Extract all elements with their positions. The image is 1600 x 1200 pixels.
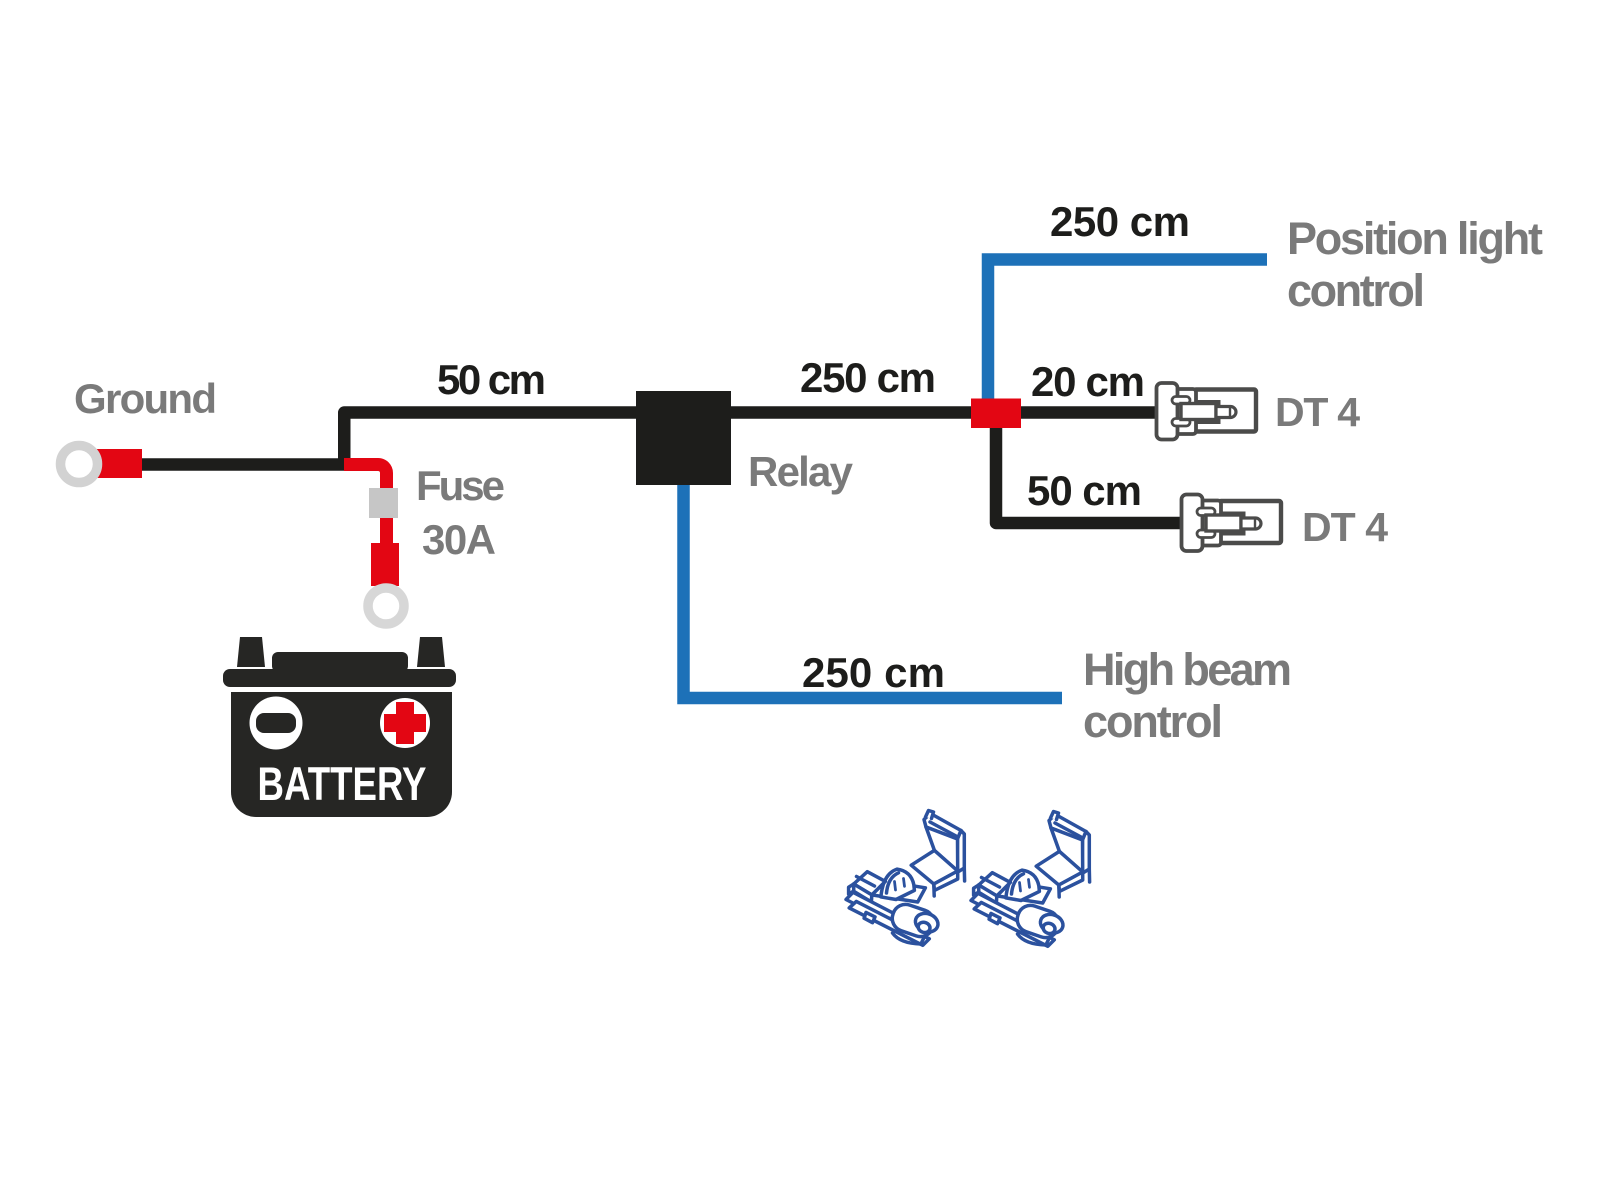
svg-text:Ground: Ground	[74, 375, 217, 422]
svg-text:250 cm: 250 cm	[1050, 198, 1190, 245]
svg-text:250 cm: 250 cm	[802, 649, 945, 696]
svg-text:DT 4: DT 4	[1275, 389, 1360, 435]
svg-text:control: control	[1287, 265, 1425, 316]
svg-text:Position light: Position light	[1287, 213, 1543, 264]
svg-text:Relay: Relay	[748, 448, 854, 495]
svg-text:control: control	[1083, 696, 1223, 747]
svg-text:DT 4: DT 4	[1302, 504, 1388, 550]
svg-text:High beam: High beam	[1083, 644, 1292, 695]
svg-text:Fuse: Fuse	[416, 462, 505, 509]
svg-text:30A: 30A	[422, 516, 496, 563]
svg-text:250 cm: 250 cm	[800, 354, 936, 401]
svg-text:50 cm: 50 cm	[1027, 467, 1142, 514]
svg-text:BATTERY: BATTERY	[258, 757, 427, 810]
svg-text:20 cm: 20 cm	[1031, 358, 1145, 405]
svg-text:50 cm: 50 cm	[437, 356, 546, 403]
